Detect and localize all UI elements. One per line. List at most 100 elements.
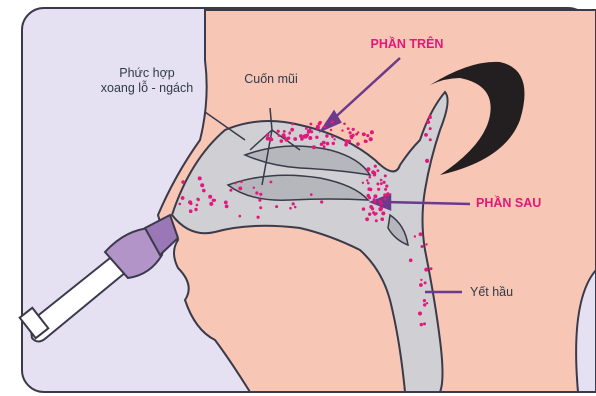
spray-particle xyxy=(423,299,426,302)
spray-particle xyxy=(278,134,281,137)
spray-particle xyxy=(322,141,326,145)
spray-particle xyxy=(194,208,197,211)
spray-particle xyxy=(209,202,213,206)
spray-particle xyxy=(383,181,386,184)
spray-particle xyxy=(419,232,423,236)
spray-particle xyxy=(372,211,375,214)
spray-particle xyxy=(270,138,274,142)
spray-particle xyxy=(331,120,334,123)
spray-particle xyxy=(310,193,313,196)
spray-particle xyxy=(366,134,369,137)
spray-particle xyxy=(266,133,270,137)
spray-particle xyxy=(420,323,423,326)
spray-particle xyxy=(419,283,423,287)
spray-particle xyxy=(377,169,380,172)
spray-particle xyxy=(277,130,280,133)
spray-particle xyxy=(425,159,429,163)
spray-particle xyxy=(344,143,348,147)
spray-particle xyxy=(224,201,228,205)
spray-particle xyxy=(418,312,422,316)
label-pharynx: Yết hầu xyxy=(470,285,540,300)
spray-particle xyxy=(294,206,297,209)
spray-particle xyxy=(384,198,387,201)
spray-particle xyxy=(409,259,413,263)
spray-particle xyxy=(316,125,320,129)
spray-particle xyxy=(202,189,206,193)
spray-particle xyxy=(240,180,243,183)
spray-particle xyxy=(424,268,428,272)
spray-particle xyxy=(373,194,377,198)
spray-particle xyxy=(293,137,297,141)
spray-particle xyxy=(333,138,335,140)
spray-particle xyxy=(343,123,346,126)
spray-particle xyxy=(253,187,255,189)
spray-particle xyxy=(197,198,200,201)
spray-particle xyxy=(385,185,388,188)
spray-particle xyxy=(425,243,427,245)
label-complex: Phức hợp xoang lỗ - ngách xyxy=(82,66,212,96)
spray-particle xyxy=(212,199,215,202)
spray-particle xyxy=(356,142,360,146)
label-complex-line1: Phức hợp xyxy=(82,66,212,81)
spray-particle xyxy=(363,133,366,136)
spray-particle xyxy=(371,207,374,210)
spray-particle xyxy=(369,176,372,179)
label-complex-line2: xoang lỗ - ngách xyxy=(82,81,212,96)
spray-particle xyxy=(368,196,371,199)
spray-particle xyxy=(304,134,308,138)
spray-particle xyxy=(424,281,427,284)
spray-particle xyxy=(365,217,369,221)
spray-particle xyxy=(362,182,364,184)
spray-particle xyxy=(380,217,384,221)
spray-particle xyxy=(423,303,426,306)
label-turbinate: Cuốn mũi xyxy=(236,72,306,87)
spray-particle xyxy=(428,115,432,119)
spray-particle xyxy=(188,200,192,204)
spray-particle xyxy=(367,182,370,185)
spray-particle xyxy=(259,193,262,196)
spray-particle xyxy=(266,137,270,141)
spray-particle xyxy=(308,136,312,140)
spray-particle xyxy=(426,302,428,304)
spray-particle xyxy=(290,128,294,132)
spray-particle xyxy=(352,128,355,131)
spray-particle xyxy=(373,172,376,175)
spray-particle xyxy=(330,129,332,131)
spray-particle xyxy=(181,180,185,184)
spray-particle xyxy=(377,188,380,191)
spray-particle xyxy=(198,176,202,180)
spray-particle xyxy=(374,165,377,168)
spray-particle xyxy=(375,212,377,214)
spray-particle xyxy=(373,198,376,201)
spray-particle xyxy=(292,202,295,205)
spray-particle xyxy=(348,140,351,143)
spray-particle xyxy=(386,192,390,196)
spray-particle xyxy=(423,322,426,325)
spray-particle xyxy=(430,267,433,270)
spray-particle xyxy=(331,135,334,138)
spray-particle xyxy=(196,204,199,207)
spray-particle xyxy=(380,202,383,205)
spray-particle xyxy=(283,130,286,133)
spray-particle xyxy=(225,205,229,209)
spray-particle xyxy=(181,196,185,200)
spray-particle xyxy=(326,142,330,146)
label-upper-part: PHẦN TRÊN xyxy=(362,37,452,52)
spray-particle xyxy=(189,209,193,213)
spray-particle xyxy=(366,179,368,181)
spray-particle xyxy=(367,187,370,190)
spray-particle xyxy=(357,131,359,133)
spray-particle xyxy=(208,195,212,199)
spray-particle xyxy=(270,181,273,184)
spray-particle xyxy=(319,121,322,124)
spray-particle xyxy=(312,145,316,149)
spray-particle xyxy=(259,206,262,209)
spray-particle xyxy=(421,245,424,248)
spray-particle xyxy=(429,138,432,141)
spray-particle xyxy=(414,235,416,237)
spray-particle xyxy=(289,207,292,210)
spray-particle xyxy=(323,146,326,149)
spray-particle xyxy=(238,187,242,191)
spray-particle xyxy=(300,137,304,141)
